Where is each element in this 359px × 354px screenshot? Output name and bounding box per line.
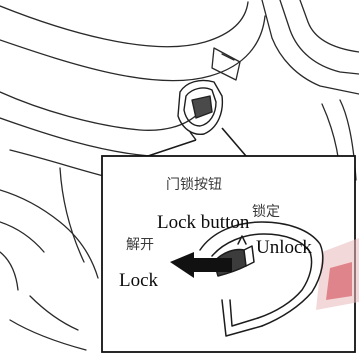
label-unlock-en: Unlock <box>256 237 312 258</box>
label-door-lock-button-cn: 门锁按钮 <box>166 177 222 193</box>
lock-button-housing <box>177 79 224 141</box>
watermark-triangle-icon <box>316 238 359 310</box>
label-lock-en: Lock <box>119 270 159 291</box>
label-lock-button-en: Lock button <box>157 212 250 233</box>
label-lock-cn: 锁定 <box>252 204 280 220</box>
lock-direction-arrow-icon <box>170 252 232 278</box>
label-unlock-cn: 解开 <box>126 237 154 253</box>
